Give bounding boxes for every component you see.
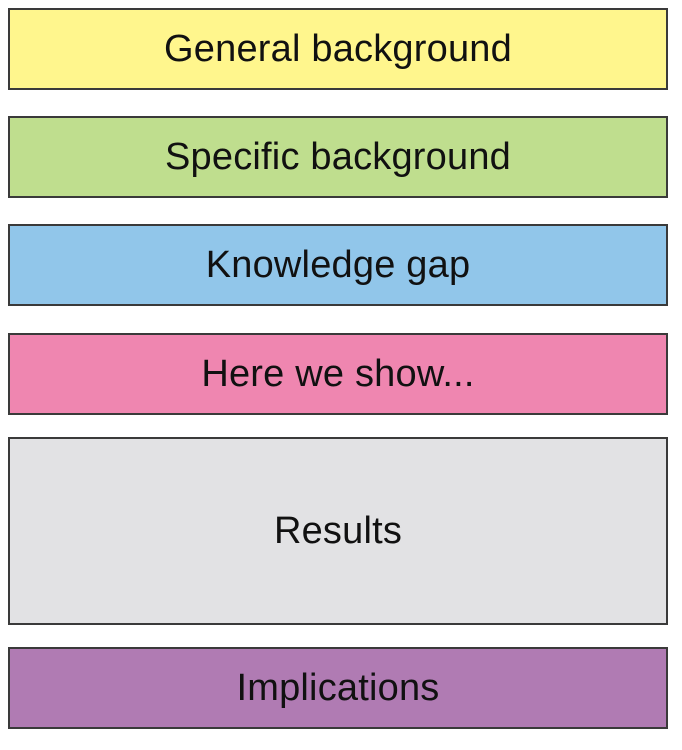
specific-background-block: Specific background (8, 116, 668, 198)
knowledge-gap-block: Knowledge gap (8, 224, 668, 306)
knowledge-gap-label: Knowledge gap (205, 243, 471, 286)
general-background-label: General background (164, 27, 512, 70)
here-we-show-label: Here we show... (201, 352, 475, 395)
paper-structure-stack: General background Specific background K… (8, 8, 668, 729)
specific-background-label: Specific background (164, 135, 511, 178)
results-label: Results (273, 509, 403, 552)
implications-label: Implications (236, 666, 440, 709)
here-we-show-block: Here we show... (8, 333, 668, 415)
implications-block: Implications (8, 647, 668, 729)
general-background-block: General background (8, 8, 668, 90)
results-block: Results (8, 437, 668, 625)
